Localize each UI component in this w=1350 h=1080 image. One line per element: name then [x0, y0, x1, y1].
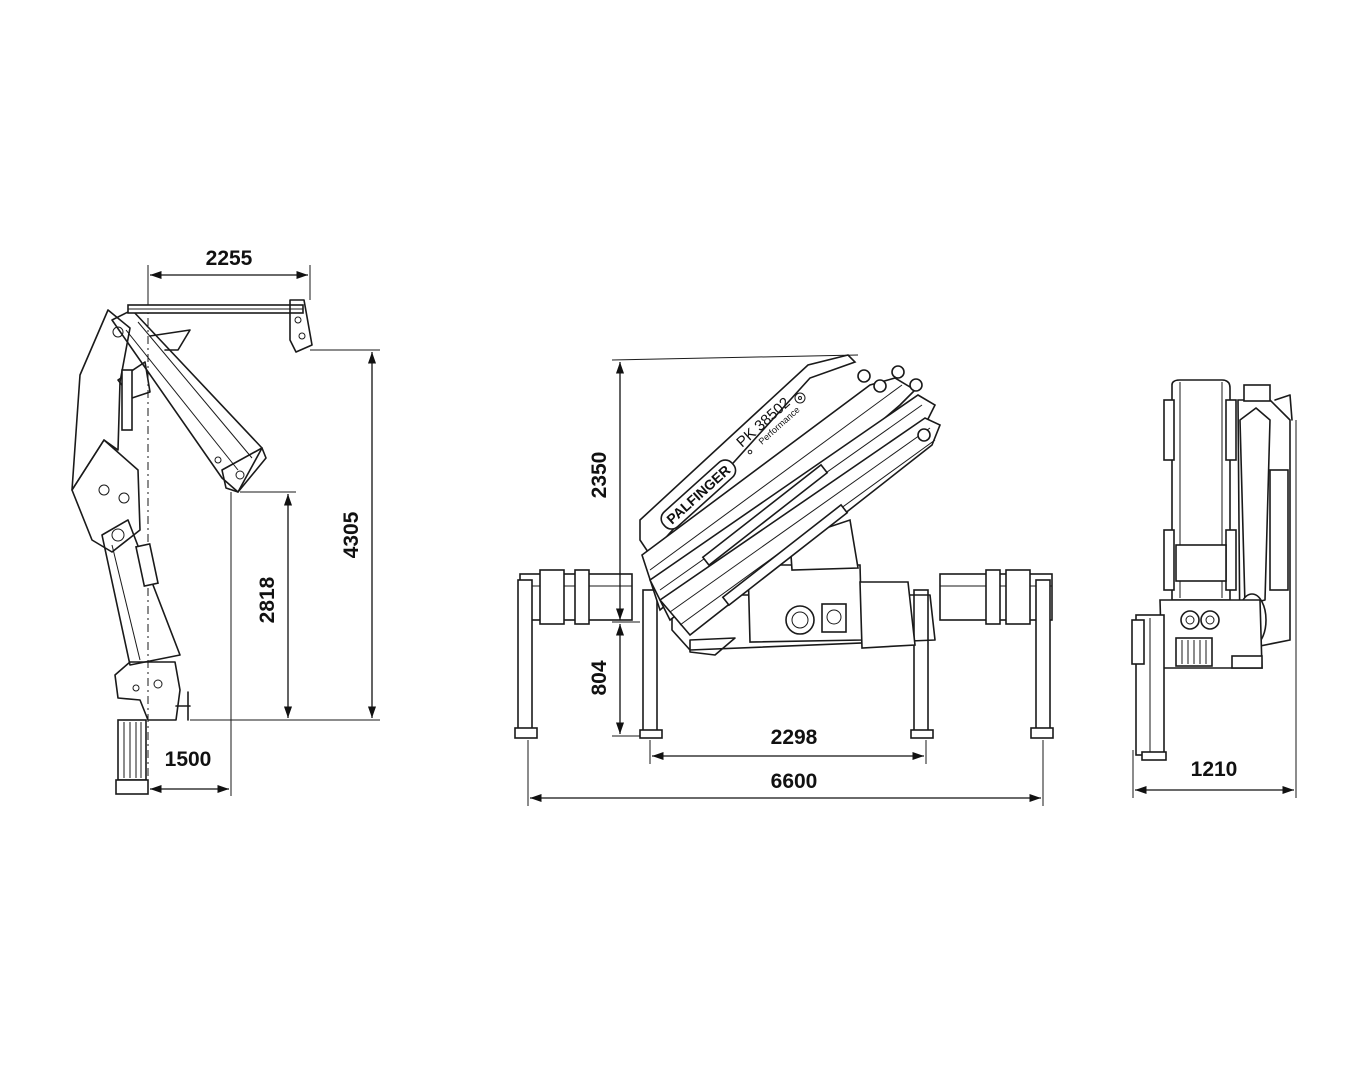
dim-front-outer-span: 6600 [771, 770, 818, 793]
front-dimensions: 2350 804 2298 6600 [527, 354, 1044, 806]
rear-view [1131, 379, 1293, 761]
side-dimensions: 2255 4305 2818 1500 [147, 247, 380, 796]
dim-front-height-lower: 804 [588, 660, 611, 695]
dim-side-hook-height: 2818 [256, 576, 279, 623]
dim-front-height-upper: 2350 [588, 452, 611, 499]
dim-side-total-height: 4305 [340, 511, 363, 558]
dim-front-inner-span: 2298 [771, 726, 818, 749]
front-view: PALFINGER PK 38502 Performance [514, 354, 1054, 739]
dim-rear-width: 1210 [1191, 758, 1238, 781]
side-view [71, 299, 313, 795]
dim-side-reach: 2255 [206, 247, 253, 270]
dim-side-base-width: 1500 [165, 748, 212, 771]
rear-dimensions: 1210 [1132, 420, 1297, 798]
